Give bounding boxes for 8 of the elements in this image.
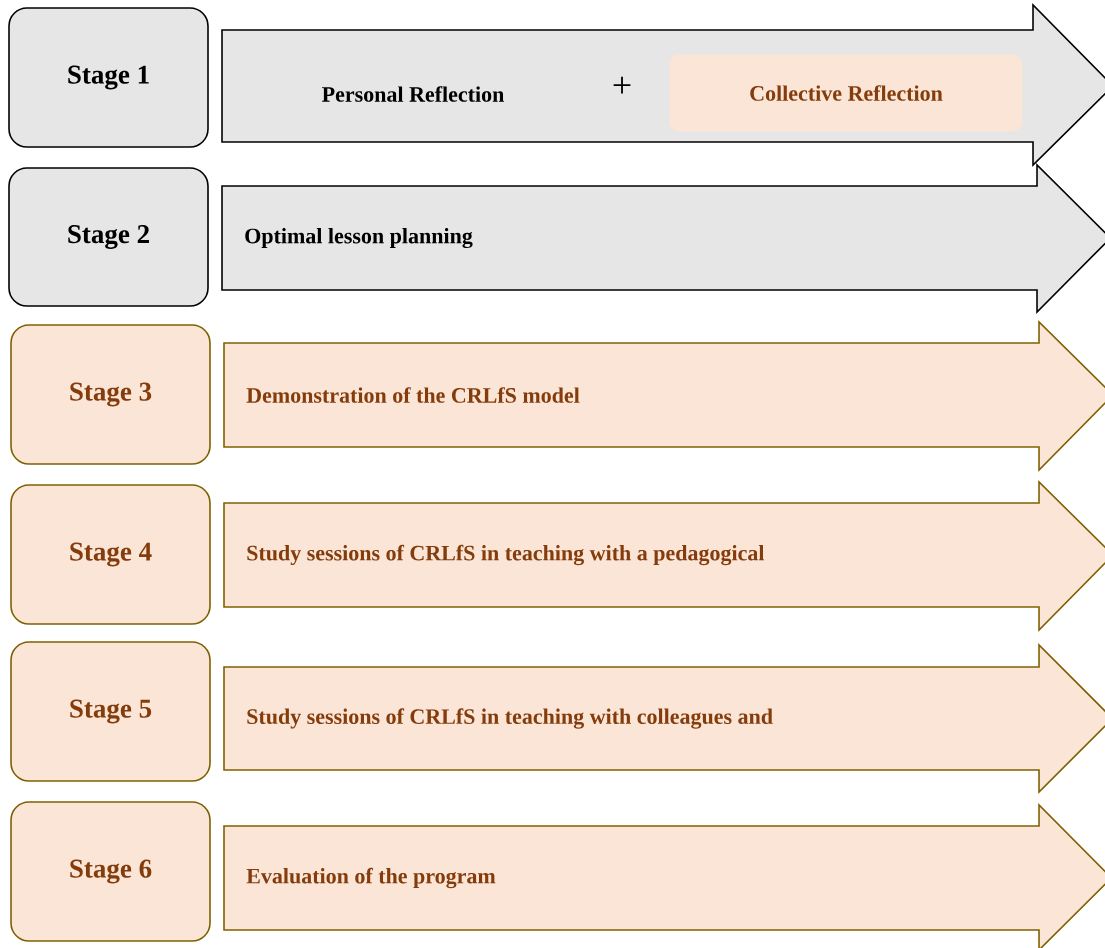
highlight-box: Collective Reflection [669, 54, 1023, 132]
stage-box: Stage 6 [10, 801, 211, 942]
stage-box: Stage 1 [8, 7, 209, 148]
stage-box: Stage 5 [10, 641, 211, 782]
plus-sign: + [613, 76, 631, 94]
stage-box: Stage 3 [10, 324, 211, 465]
stage-box: Stage 4 [10, 484, 211, 625]
stage-box: Stage 2 [8, 167, 209, 307]
